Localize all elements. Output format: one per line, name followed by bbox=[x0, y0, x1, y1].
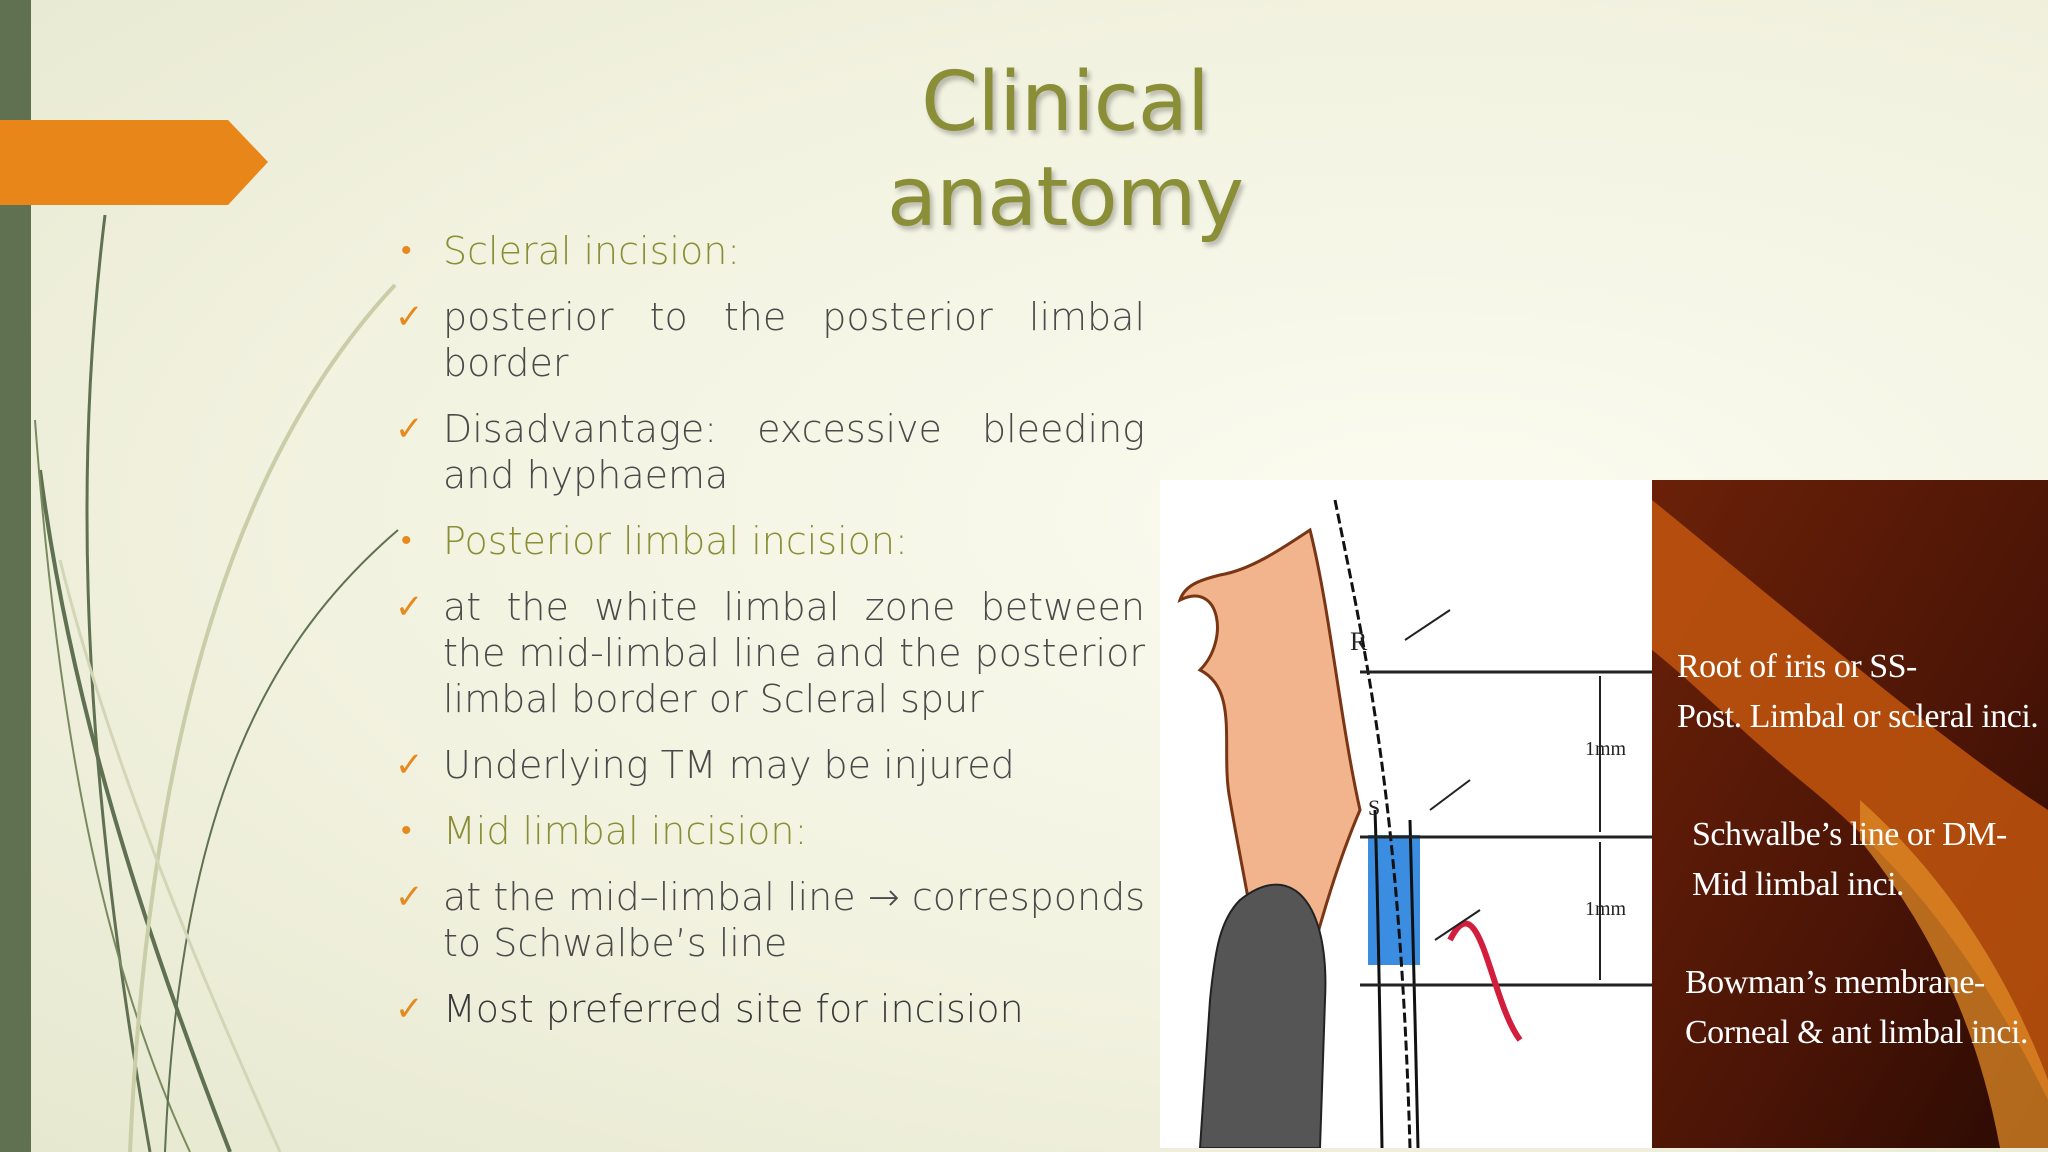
figure-label-bowman: Bowman’s membrane- bbox=[1685, 964, 1985, 1001]
checkmark-icon: ✓ bbox=[395, 587, 424, 627]
bullet-dot-icon: • bbox=[401, 523, 412, 558]
limbus-diagram-figure: R S 1mm 1mm Root of iris or SS- Post. Li… bbox=[1160, 480, 2048, 1149]
slide-title: Clinical anatomy bbox=[886, 55, 1244, 245]
figure-label-schwalbe: Schwalbe’s line or DM- bbox=[1692, 816, 2007, 853]
bullet-list: • Scleral incision: ✓ posterior to the p… bbox=[395, 228, 1145, 1032]
list-item: ✓ at the white limbal zone between the m… bbox=[395, 585, 1145, 721]
bullet-dot-icon: • bbox=[401, 233, 412, 268]
figure-label-root-of-iris: Root of iris or SS- bbox=[1677, 648, 1917, 685]
list-item: • Posterior limbal incision: bbox=[401, 519, 908, 563]
figure-label-corneal: Corneal & ant limbal inci. bbox=[1685, 1014, 2028, 1051]
sketch-label-r: R bbox=[1350, 627, 1368, 656]
list-item: ✓ Most preferred site for incision bbox=[395, 987, 1024, 1031]
list-item: ✓ at the mid–limbal line → corresponds t… bbox=[395, 875, 1145, 965]
bullet-dot-icon: • bbox=[401, 813, 412, 848]
sketch-label-1mm-bottom: 1mm bbox=[1585, 898, 1627, 920]
figure-label-post-limbal: Post. Limbal or scleral inci. bbox=[1677, 698, 2039, 735]
decorative-vines bbox=[34, 214, 399, 1152]
checkmark-icon: ✓ bbox=[395, 989, 424, 1029]
figure-label-mid-limbal: Mid limbal inci. bbox=[1692, 866, 1905, 903]
list-item: ✓ posterior to the posterior limbal bord… bbox=[395, 295, 1145, 385]
checkmark-icon: ✓ bbox=[395, 877, 424, 917]
checkmark-icon: ✓ bbox=[395, 409, 424, 449]
list-item: • Mid limbal incision: bbox=[401, 809, 808, 853]
checkmark-icon: ✓ bbox=[395, 745, 424, 785]
list-item: ✓ Underlying TM may be injured bbox=[395, 743, 1015, 787]
limbus-anatomy-sketch: R S 1mm 1mm bbox=[1160, 480, 2048, 1149]
list-item: ✓ Disadvantage: excessive bleeding and h… bbox=[395, 407, 1145, 497]
orange-tab-arrow bbox=[0, 120, 268, 205]
checkmark-icon: ✓ bbox=[395, 297, 424, 337]
list-item: • Scleral incision: bbox=[401, 229, 741, 273]
sketch-label-s: S bbox=[1368, 795, 1380, 820]
sketch-label-1mm-top: 1mm bbox=[1585, 738, 1627, 760]
